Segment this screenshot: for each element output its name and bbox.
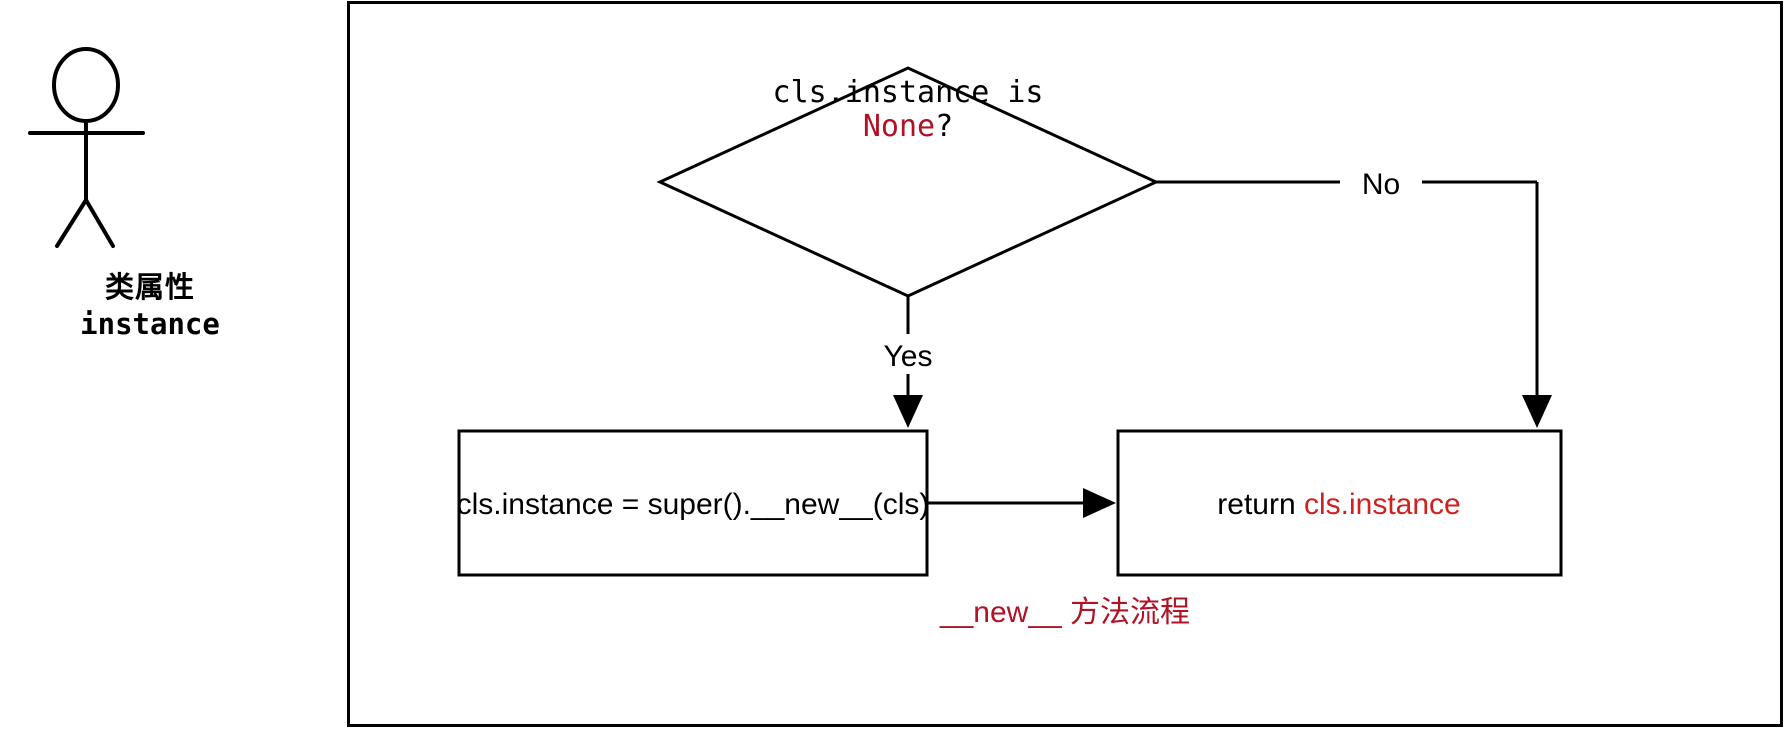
yes-edge-label: Yes bbox=[884, 340, 933, 373]
actor-label-cjk: 类属性 bbox=[104, 272, 195, 304]
actor-figure-group: 类属性 instance bbox=[0, 20, 300, 360]
return-keyword-prefix: return bbox=[1217, 488, 1304, 521]
return-box-text: return cls.instance bbox=[1217, 488, 1460, 521]
decision-qmark: ? bbox=[935, 109, 953, 144]
return-box bbox=[1116, 429, 1563, 577]
flowchart-panel: cls.instance is None? Yes No cls.instanc… bbox=[347, 1, 1783, 727]
no-edge-label: No bbox=[1362, 168, 1400, 201]
return-value: cls.instance bbox=[1304, 488, 1461, 521]
decision-text-line2: None? bbox=[863, 109, 953, 144]
actor-label-mono: instance bbox=[80, 307, 220, 342]
process-box bbox=[457, 429, 929, 577]
actor-label: 类属性 instance bbox=[0, 270, 300, 343]
stick-figure-icon bbox=[28, 47, 145, 248]
process-box-text: cls.instance = super().__new__(cls) bbox=[457, 488, 930, 521]
decision-keyword-none: None bbox=[863, 109, 935, 144]
panel-caption: __new__ 方法流程 bbox=[939, 596, 1191, 629]
decision-text-line1: cls.instance is bbox=[773, 75, 1044, 110]
flowchart-svg: cls.instance is None? Yes No cls.instanc… bbox=[457, 66, 1563, 577]
